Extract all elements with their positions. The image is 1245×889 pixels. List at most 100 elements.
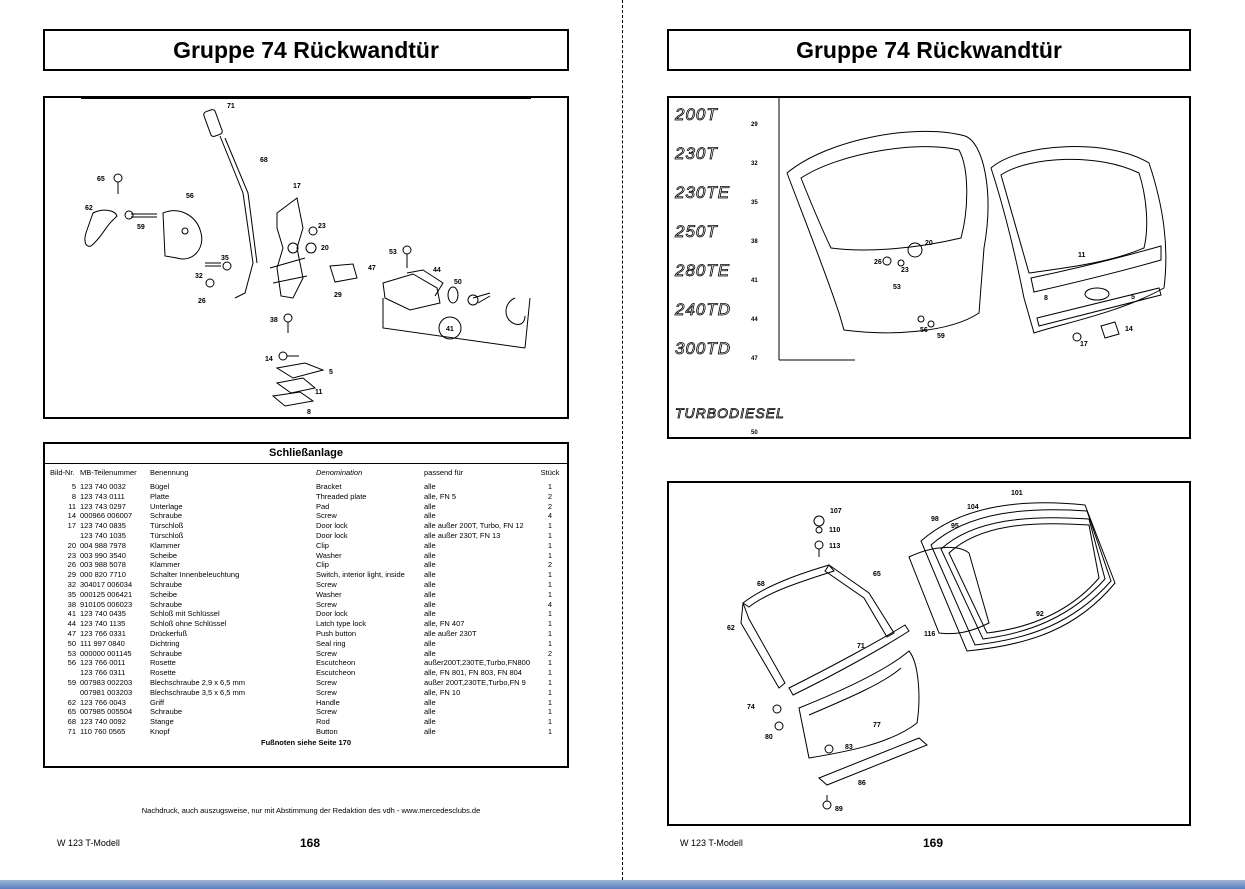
cell-fit: alle — [424, 589, 436, 599]
cell-part: 000966 006007 — [80, 511, 133, 521]
cell-name: Rosette — [150, 658, 176, 668]
cell-part: 304017 006034 — [80, 579, 133, 589]
cell-name: Griff — [150, 697, 165, 707]
fig-label: 17 — [293, 183, 301, 190]
fig-label: 14 — [265, 356, 273, 363]
model-name: W 123 T-Modell — [680, 838, 743, 848]
cell-nr: 56 — [67, 658, 76, 668]
fig-label: 98 — [931, 516, 939, 523]
cell-part: 123 743 0111 — [80, 491, 125, 501]
cell-qty: 1 — [547, 570, 553, 580]
cell-part: 000000 001145 — [80, 648, 132, 658]
fig-label: 89 — [835, 806, 843, 813]
cell-name: Scheibe — [150, 589, 178, 599]
cell-denom: Latch type lock — [316, 619, 367, 629]
col-header-qty: Stück — [540, 468, 560, 477]
cell-denom: Button — [316, 726, 338, 736]
fig-label: 29 — [334, 292, 342, 299]
lock-system-figure: 71 68 65 62 56 59 17 23 20 35 32 26 53 4… — [43, 96, 569, 419]
cell-name: Schraube — [150, 648, 183, 658]
col-header-part: MB-Teilenummer — [80, 468, 137, 477]
cell-fit: alle — [424, 717, 436, 727]
cell-part: 123 766 0331 — [80, 628, 126, 638]
cell-qty: 1 — [547, 628, 553, 638]
emblem-text: 230T — [674, 144, 718, 163]
cell-part: 123 766 0043 — [80, 697, 126, 707]
page-title: Gruppe 74 Rückwandtür — [43, 29, 569, 71]
fig-label: 26 — [198, 298, 206, 305]
fig-label: 68 — [260, 157, 268, 164]
cell-fit: alle — [424, 579, 436, 589]
window-bottom-bar — [0, 880, 1245, 889]
cell-nr — [48, 531, 78, 541]
cell-fit: alle, FN 407 — [424, 619, 465, 629]
cell-part: 003 990 3540 — [80, 550, 126, 560]
lock-exploded-diagram: 71 68 65 62 56 59 17 23 20 35 32 26 53 4… — [81, 98, 531, 416]
parts-table: Bild-Nr. MB-Teilenummer Benennung Denomi… — [48, 464, 564, 737]
cell-part: 123 740 0835 — [80, 521, 126, 531]
cell-name: Schloß mit Schlüssel — [150, 609, 220, 619]
cell-nr: 59 — [67, 677, 76, 687]
cell-name: Blechschraube 3,5 x 6,5 mm — [150, 687, 246, 697]
cell-nr: 41 — [67, 609, 76, 619]
cell-denom: Handle — [316, 697, 340, 707]
fig-label: 8 — [1044, 295, 1048, 302]
cell-name: Türschloß — [150, 521, 184, 531]
cell-fit: alle — [424, 638, 436, 648]
cell-part: 000 820 7710 — [80, 570, 126, 580]
cell-qty: 1 — [547, 530, 553, 540]
cell-name: Schloß ohne Schlüssel — [150, 619, 227, 629]
cell-name: Klammer — [150, 560, 181, 570]
cell-name: Klammer — [150, 540, 181, 550]
cell-fit: alle außer 230T — [424, 628, 477, 638]
emblem-text: 200T — [674, 105, 718, 124]
cell-nr: 5 — [71, 482, 76, 491]
fig-label: 77 — [873, 722, 881, 729]
cell-part: 123 743 0297 — [80, 501, 126, 511]
fig-label: 50 — [454, 279, 462, 286]
cell-nr: 8 — [71, 491, 76, 501]
cell-denom: Screw — [316, 648, 337, 658]
fig-label: 38 — [270, 317, 278, 324]
fig-label: 32 — [195, 273, 203, 280]
cell-fit: außer 200T,230TE,Turbo,FN 9 — [424, 677, 526, 687]
cell-denom: Bracket — [316, 482, 342, 491]
fig-label: 17 — [1080, 341, 1088, 348]
emblem-text: 300TD — [675, 339, 731, 358]
cell-qty: 1 — [547, 658, 553, 668]
cell-nr: 47 — [67, 628, 76, 638]
cell-name: Türschloß — [150, 530, 184, 540]
cell-qty: 1 — [547, 609, 553, 619]
cell-fit: alle — [424, 609, 436, 619]
cell-qty: 2 — [547, 560, 553, 570]
cell-denom: Screw — [316, 579, 337, 589]
cell-denom: Escutcheon — [316, 658, 356, 668]
cell-part: 123 740 0092 — [80, 717, 126, 727]
cell-nr: 17 — [67, 521, 76, 531]
cell-denom: Screw — [316, 707, 337, 717]
fig-label: 53 — [389, 249, 397, 256]
cell-qty: 1 — [547, 726, 553, 736]
cell-nr: 35 — [67, 589, 76, 599]
fig-label: 14 — [1125, 326, 1133, 333]
emblem-text: 280TE — [674, 261, 730, 280]
rear-window-diagram: 107 110 113 104 101 98 95 68 65 62 116 9… — [727, 490, 1116, 813]
cell-nr: 26 — [67, 560, 76, 570]
cell-denom: Rod — [316, 717, 330, 727]
cell-denom: Escutcheon — [316, 668, 356, 678]
cell-part: 111 997 0840 — [80, 638, 125, 648]
cell-fit: alle außer 200T, Turbo, FN 12 — [424, 521, 524, 531]
cell-denom: Switch, interior light, inside — [316, 570, 405, 580]
fig-label: 5 — [329, 369, 333, 376]
cell-denom: Threaded plate — [316, 491, 367, 501]
table-header-row: Bild-Nr. MB-Teilenummer Benennung Denomi… — [48, 464, 564, 482]
fig-label: 86 — [858, 780, 866, 787]
model-name: W 123 T-Modell — [57, 838, 120, 848]
cell-part: 123 740 1035 — [80, 530, 126, 540]
